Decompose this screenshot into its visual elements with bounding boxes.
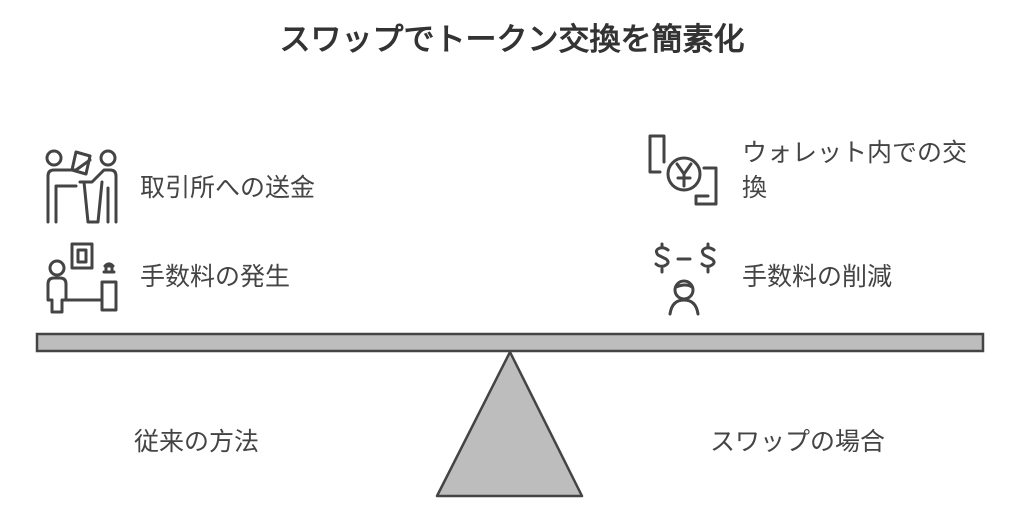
fee-reduction-icon (654, 242, 716, 316)
wallet-yen-exchange-icon (648, 134, 718, 206)
right-item-in-wallet-exchange: ウォレット内での交換 (742, 138, 968, 202)
right-item-fee-reduction: 手数料の削減 (742, 262, 893, 291)
left-item-exchange-transfer: 取引所への送金 (140, 173, 316, 202)
page-title: スワップでトークン交換を簡素化 (279, 22, 745, 58)
left-item-fee-incurred: 手数料の発生 (140, 262, 291, 291)
person-fee-icon (46, 242, 118, 314)
people-exchange-icon (45, 149, 118, 224)
seesaw-beam (35, 332, 985, 353)
right-caption: スワップの場合 (710, 427, 886, 456)
left-caption: 従来の方法 (134, 427, 260, 456)
seesaw-fulcrum (435, 350, 584, 498)
